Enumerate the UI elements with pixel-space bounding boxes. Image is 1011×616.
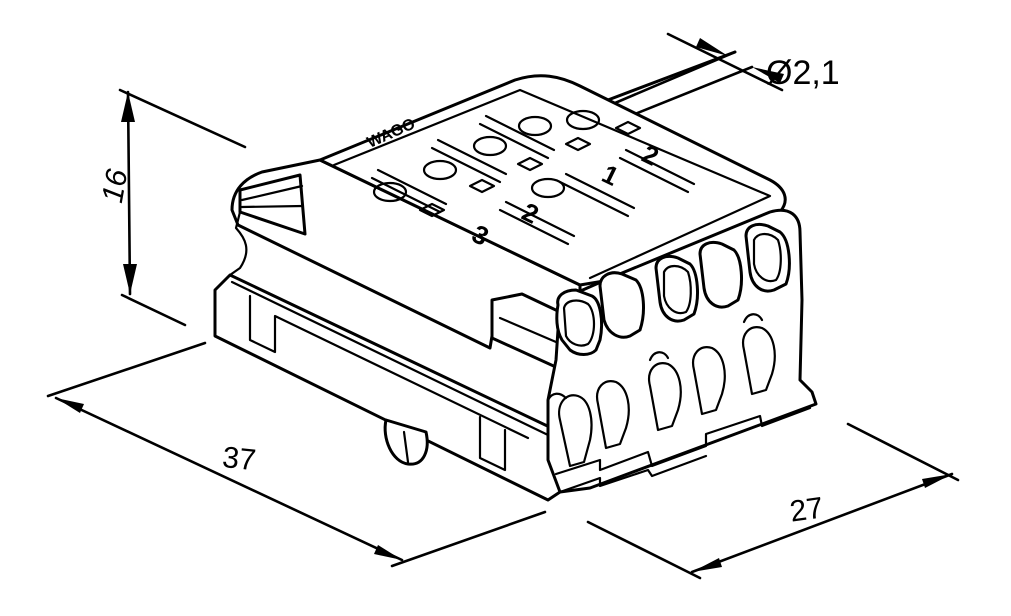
width-dimension	[586, 422, 960, 580]
height-dimension	[118, 88, 247, 327]
length-label: 37	[220, 441, 258, 478]
connector-body: 3 2 1 2 WAGO	[213, 74, 818, 502]
diameter-label: Ø2,1	[766, 54, 840, 92]
width-label: 27	[787, 491, 826, 529]
wire-stub	[598, 50, 737, 105]
length-dimension	[46, 341, 547, 568]
height-label: 16	[96, 166, 135, 206]
diameter-dimension	[606, 32, 784, 122]
